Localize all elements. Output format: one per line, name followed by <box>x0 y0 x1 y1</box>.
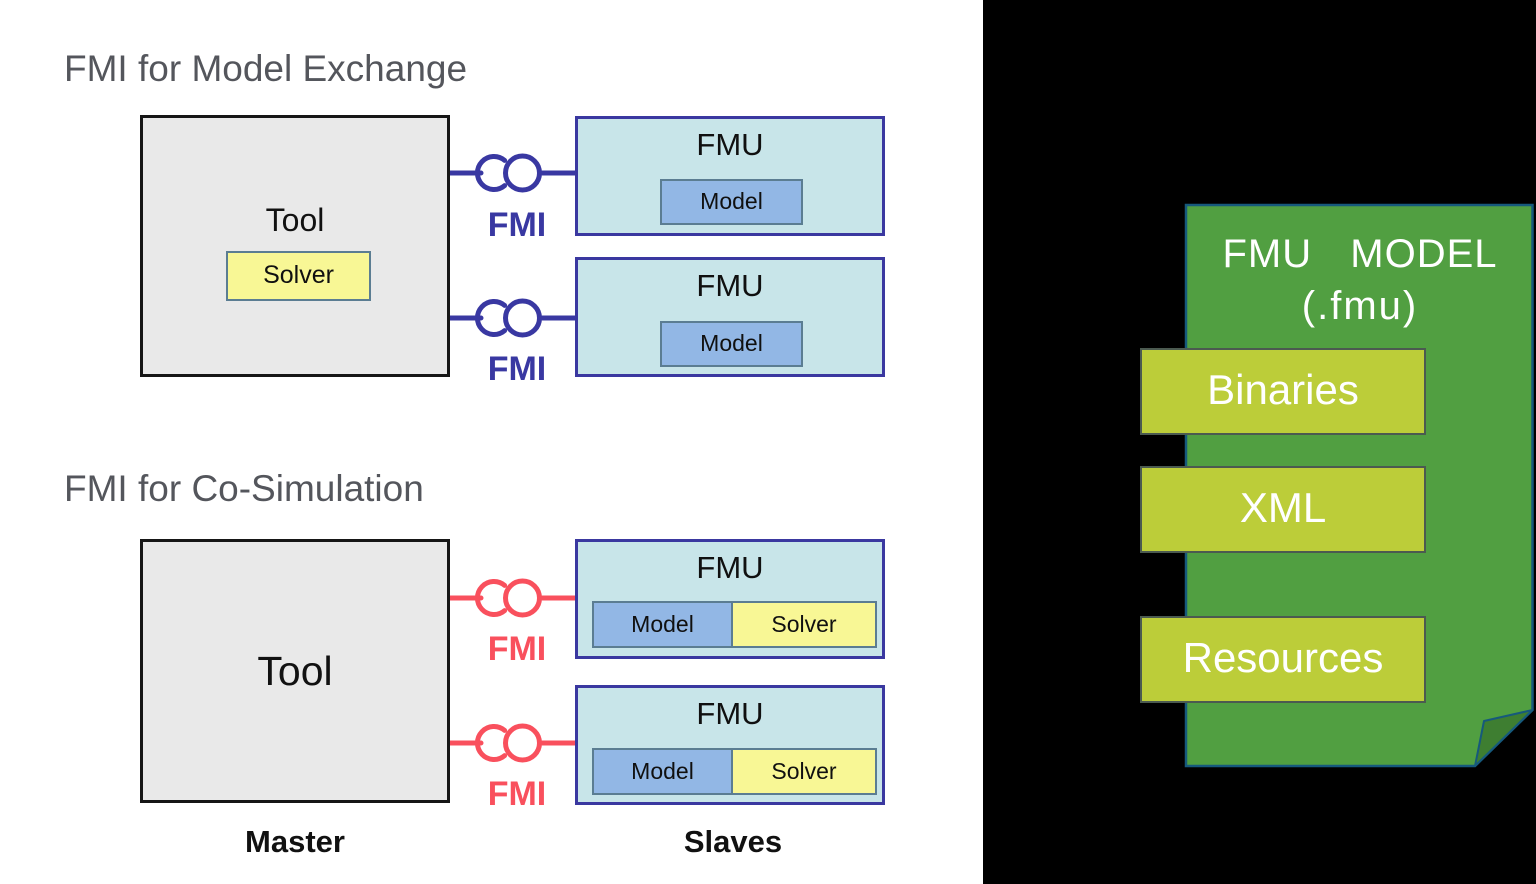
fmi-diagrams-area: FMI for Model Exchange Tool Solver FMI F… <box>64 48 885 859</box>
solver-chip: Solver <box>731 601 877 648</box>
folded-corner-icon <box>1474 709 1534 767</box>
fmu-box: FMU Model <box>575 116 885 236</box>
fmu-box: FMU Model Solver <box>575 539 885 659</box>
package-item-xml: XML <box>1140 466 1426 553</box>
model-chip: Model <box>660 321 803 367</box>
model-exchange-title: FMI for Model Exchange <box>64 48 468 89</box>
fmi-connector-icon <box>450 298 575 338</box>
master-label: Master <box>245 824 345 859</box>
fmu-package-title-line2: (.fmu) <box>1301 284 1419 328</box>
co-simulation-title: FMI for Co-Simulation <box>64 468 424 509</box>
solver-chip: Solver <box>226 251 371 301</box>
package-item-binaries: Binaries <box>1140 348 1426 435</box>
slaves-label: Slaves <box>683 824 783 859</box>
fmu-title: FMU <box>696 550 764 585</box>
model-chip: Model <box>592 601 733 648</box>
fmi-interface-label: FMI <box>487 775 547 813</box>
package-item-resources: Resources <box>1140 616 1426 703</box>
fmu-title: FMU <box>696 696 764 731</box>
fmi-connector-icon <box>450 723 575 763</box>
tool-label: Tool <box>257 648 333 694</box>
fmu-title: FMU <box>696 127 764 162</box>
fmi-connector-icon <box>450 578 575 618</box>
model-chip: Model <box>592 748 733 795</box>
fmu-package-title: FMU MODEL (.fmu) <box>1186 228 1534 332</box>
fmi-interface-label: FMI <box>487 350 547 388</box>
fmu-package-area: FMU MODEL (.fmu) Binaries XML Resources <box>983 0 1536 884</box>
fmu-package-title-line1: FMU MODEL <box>1222 232 1498 276</box>
fmi-connector-icon <box>450 153 575 193</box>
fmu-box: FMU Model Solver <box>575 685 885 805</box>
model-exchange-tool-box: Tool Solver <box>140 115 450 377</box>
model-chip: Model <box>660 179 803 225</box>
tool-label: Tool <box>265 202 325 238</box>
fmu-box: FMU Model <box>575 257 885 377</box>
co-simulation-tool-box: Tool <box>140 539 450 803</box>
fmu-title: FMU <box>696 268 764 303</box>
fmi-interface-label: FMI <box>487 206 547 244</box>
fmi-interface-label: FMI <box>487 630 547 668</box>
solver-chip: Solver <box>731 748 877 795</box>
